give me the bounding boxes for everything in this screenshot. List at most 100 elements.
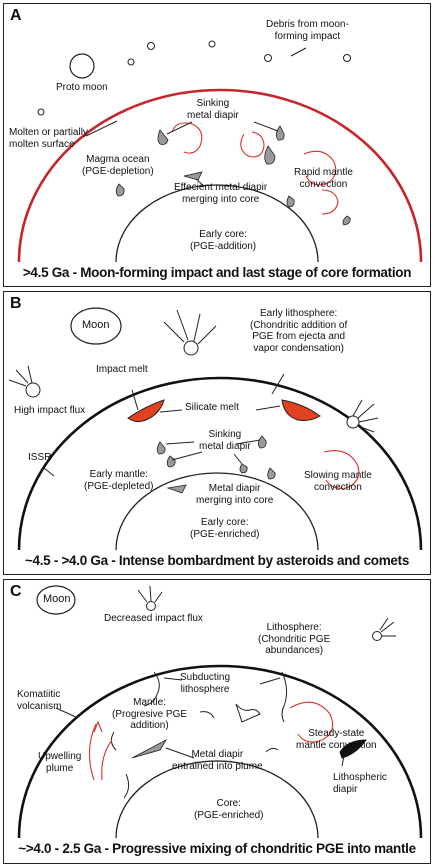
pointer-line <box>171 451 203 461</box>
decreased-flux-label: Decreased impact flux <box>104 613 203 624</box>
pointer-line <box>55 707 79 719</box>
convection-loop <box>171 122 203 154</box>
metal-diapir-icon <box>183 171 203 181</box>
panel-c-drawing <box>17 585 423 839</box>
pointer-line <box>166 121 193 135</box>
metal-diapir-icon <box>286 195 295 208</box>
pointer-line <box>259 677 281 685</box>
upwelling-plume-arrow <box>88 723 97 781</box>
pointer-line <box>195 178 205 187</box>
pointer-line <box>341 755 345 767</box>
pointer-line <box>255 405 281 411</box>
convection-loop <box>240 131 265 158</box>
early-mantle-label: Early mantle:(PGE-depleted) <box>84 469 154 492</box>
upwelling-plume-arrow <box>101 739 113 781</box>
debris-icon <box>127 58 135 66</box>
pointer-line <box>165 747 195 759</box>
lithosphere-label: Lithosphere:(Chondritic PGE abundances) <box>258 622 331 656</box>
subducting-slab <box>281 671 288 723</box>
impactor-icon <box>137 585 163 611</box>
convection-loop <box>289 701 334 743</box>
panel-letter: B <box>10 295 22 312</box>
impactor-icon <box>163 309 217 356</box>
pointer-line <box>235 439 261 445</box>
pointer-line <box>163 677 183 681</box>
panel-a: A Proto moon Debris from moon-forming im… <box>3 3 431 287</box>
pointer-line <box>165 441 195 445</box>
debris-icon <box>37 108 45 116</box>
silicate-melt-label: Silicate melt <box>185 402 239 413</box>
proto-moon-icon <box>69 53 95 79</box>
metal-diapir-icon <box>264 145 276 165</box>
convection-loop <box>323 450 360 489</box>
debris-icon <box>147 42 155 50</box>
moon-label: Moon <box>43 593 71 605</box>
subducting-slab <box>235 703 261 723</box>
surface-arc-c <box>17 664 423 839</box>
upwelling-plume-arrow <box>93 720 103 733</box>
subducting-slab <box>110 731 117 751</box>
subducting-slab <box>123 773 130 799</box>
panel-c-caption: ~>4.0 - 2.5 Ga - Progressive mixing of c… <box>18 841 416 856</box>
convection-loop <box>303 150 337 186</box>
convection-loop <box>321 189 339 215</box>
pointer-line <box>131 389 139 411</box>
moon-icon <box>36 585 76 615</box>
core-arc-c <box>115 760 319 839</box>
early-core-label: Early core:(PGE-enriched) <box>190 517 260 540</box>
impactor-icon <box>8 365 41 398</box>
issr-label: ISSR <box>28 452 52 463</box>
impactor-icon <box>346 399 379 433</box>
pointer-line <box>271 373 285 395</box>
impact-melt-pool <box>127 399 165 423</box>
debris-icon <box>343 54 351 62</box>
pointer-line <box>159 409 183 413</box>
metal-diapir-icon <box>156 441 166 455</box>
pointer-line <box>290 47 307 57</box>
panel-b-drawing <box>8 307 423 551</box>
panel-letter: C <box>10 583 22 600</box>
mantle-label: Mantle:(Progresive PGE addition) <box>112 697 188 731</box>
panel-a-caption: >4.5 Ga - Moon-forming impact and last s… <box>22 265 412 280</box>
moon-icon <box>70 307 122 345</box>
metal-diapir-icon <box>157 129 169 145</box>
debris-icon <box>208 40 216 48</box>
core-label: Core:(PGE-enriched) <box>194 798 264 821</box>
magma-ocean-label: Magma ocean(PGE-depletion) <box>82 154 154 177</box>
metal-diapir-icon <box>258 435 267 449</box>
subducting-slab <box>265 747 279 753</box>
metal-diapir-icon <box>342 215 351 226</box>
subducting-slab <box>143 671 160 707</box>
metal-diapir-icon <box>131 738 168 759</box>
moon-label: Moon <box>82 319 110 331</box>
pointer-line <box>233 453 243 465</box>
metal-diapir-icon <box>166 484 187 494</box>
subducting-slab <box>199 711 215 719</box>
panel-letter: A <box>10 7 22 24</box>
high-impact-flux-label: High impact flux <box>14 405 86 416</box>
metal-diapir-icon <box>239 463 248 474</box>
core-arc-b <box>115 472 319 551</box>
panel-b-caption: ~4.5 - >4.0 Ga - Intense bombardment by … <box>24 553 410 568</box>
pointer-line <box>253 121 279 132</box>
early-lithosphere-label: Early lithosphere:(Chondritic addition o… <box>250 308 348 354</box>
surface-arc-b <box>17 376 423 551</box>
impactor-icon <box>372 617 396 641</box>
metal-diapir-icon <box>166 455 176 468</box>
panel-b: B Moon Early lithosphere:(Chondritic add… <box>3 291 431 575</box>
debris-label: Debris from moon-forming impact <box>266 19 349 42</box>
early-core-label: Early core:(PGE-addition) <box>190 229 257 252</box>
molten-surface-arc <box>17 88 423 263</box>
impact-melt-label: Impact melt <box>96 364 148 375</box>
